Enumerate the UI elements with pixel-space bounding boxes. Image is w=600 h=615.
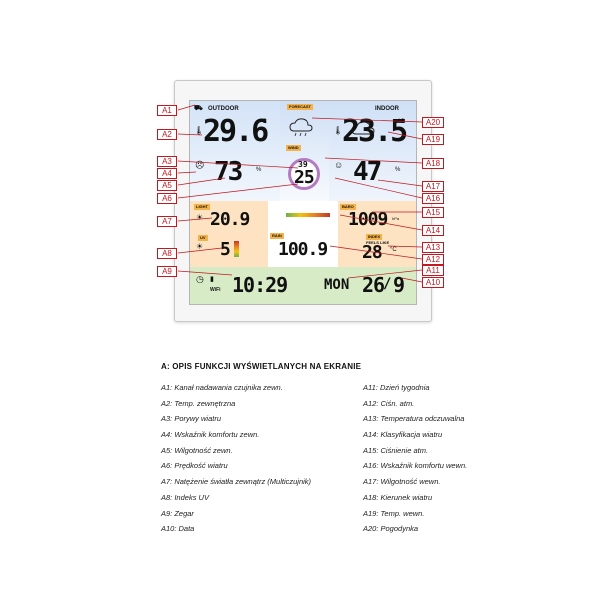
legend-item: A3: Porywy wiatru [161, 414, 222, 424]
callout-marker: A7 [157, 216, 177, 227]
channel-icon: ⛟ [194, 105, 203, 112]
outdoor-humidity-unit: % [256, 167, 262, 173]
baro-value: 1009 [348, 209, 388, 230]
callout-marker: A17 [422, 181, 444, 192]
legend-item: A8: Indeks UV [161, 492, 209, 502]
callout-marker: A16 [422, 193, 444, 204]
indoor-humidity-unit: % [395, 167, 401, 173]
legend-item: A5: Wilgotność zewn. [161, 445, 233, 455]
forecast-label: FORECAST [287, 104, 313, 110]
clock-date-zone [190, 267, 416, 304]
legend-left-column: A1: Kanał nadawania czujnika zewn. A2: T… [161, 380, 311, 537]
legend-item: A7: Natężenie światła zewnątrz (Multiczu… [161, 477, 312, 487]
callout-marker: A8 [157, 248, 177, 259]
callout-marker: A4 [157, 168, 177, 179]
date-separator: / [383, 276, 392, 292]
callout-marker: A18 [422, 158, 444, 169]
forecast-cloud-icon [289, 118, 313, 137]
legend-item: A18: Kierunek wiatru [363, 492, 433, 502]
rain-value: 100.9 [278, 239, 328, 260]
feels-like-label: FEELS LIKE [366, 240, 390, 245]
indoor-temp-unit: °C [398, 119, 405, 125]
date-day: 26 [362, 273, 385, 297]
outdoor-temp-value: 29.6 [203, 114, 269, 149]
date-month: 9 [393, 273, 405, 297]
legend-title: A: OPIS FUNKCJI WYŚWIETLANYCH NA EKRANIE [161, 362, 362, 371]
legend-item: A19: Temp. wewn. [363, 508, 425, 518]
thermometer-icon: 🌡 [194, 126, 205, 135]
legend-item: A14: Klasyfikacja wiatru [363, 430, 443, 440]
callout-marker: A2 [157, 129, 177, 140]
legend-item: A1: Kanał nadawania czujnika zewn. [161, 383, 283, 392]
indoor-zone [329, 101, 416, 201]
legend-item: A13: Temperatura odczuwalna [363, 414, 465, 424]
uv-label: UV [198, 235, 208, 241]
callout-marker: A15 [422, 207, 444, 218]
outdoor-temp-unit: °C [260, 119, 267, 125]
legend-item: A11: Dzień tygodnia [363, 383, 430, 392]
wifi-label: WiFi [210, 287, 221, 293]
clock-time: 10:29 [232, 273, 288, 297]
wind-class-bar [286, 213, 330, 217]
uv-level-bar [234, 241, 239, 257]
legend-item: A12: Ciśn. atm. [363, 398, 415, 408]
legend-item: A15: Ciśnienie atm. [363, 445, 429, 455]
light-uv-zone [190, 201, 268, 267]
callout-marker: A3 [157, 156, 177, 167]
legend-item: A4: Wskaźnik komfortu zewn. [161, 430, 260, 440]
indoor-temp-value: 23.5 [342, 114, 408, 149]
callout-marker: A1 [157, 105, 177, 116]
callout-marker: A9 [157, 266, 177, 277]
wind-speed-value: 25 [294, 167, 315, 188]
callout-marker: A5 [157, 180, 177, 191]
callout-marker: A14 [422, 225, 444, 236]
legend-item: A10: Data [161, 524, 195, 534]
rain-label: RAIN [270, 233, 284, 239]
index-label: INDEX [366, 234, 383, 240]
uv-value: 5 [220, 239, 231, 260]
callout-marker: A11 [422, 265, 444, 276]
lcd-screen: ⛟ OUTDOOR 🌡 29.6 °C ☹ 73 % FORECAST WIND… [189, 100, 417, 305]
indoor-cloud-icon [351, 121, 375, 135]
callout-marker: A6 [157, 193, 177, 204]
indoor-comfort-icon: ☺ [334, 160, 344, 170]
feels-like-unit: °C [390, 247, 397, 253]
legend-item: A9: Zegar [161, 508, 194, 518]
indoor-thermometer-icon: 🌡 [333, 126, 344, 135]
signal-icon: ▮ [210, 276, 214, 283]
callout-marker: A10 [422, 277, 444, 288]
wind-class-zone [268, 201, 338, 233]
callout-marker: A12 [422, 254, 444, 265]
indoor-label: INDOOR [375, 106, 399, 112]
wind-gust-value: 39 [298, 160, 308, 169]
outdoor-zone [190, 101, 280, 201]
uv-sun-icon: ☀ [196, 242, 204, 251]
legend-right-column: A11: Dzień tygodnia A12: Ciśn. atm. A13:… [363, 380, 467, 537]
legend-item: A20: Pogodynka [363, 524, 419, 534]
clock-icon: ◷ [196, 274, 204, 284]
callout-marker: A20 [422, 117, 444, 128]
baro-label: BARO [340, 204, 356, 210]
sun-icon: ☀ [196, 213, 204, 222]
legend-item: A2: Temp. zewnętrzna [161, 398, 236, 408]
light-label: LIGHT [194, 204, 210, 210]
callout-marker: A19 [422, 134, 444, 145]
legend-item: A6: Prędkość wiatru [161, 461, 228, 471]
feels-like-value: 28 [362, 242, 383, 263]
legend-item: A17: Wilgotność wewn. [363, 477, 441, 487]
day-of-week: MON [324, 277, 350, 293]
outdoor-comfort-icon: ☹ [195, 160, 205, 170]
wind-label: WIND [286, 145, 301, 151]
outdoor-label: OUTDOOR [208, 106, 239, 112]
indoor-humidity-value: 47 [353, 157, 382, 187]
legend-item: A16: Wskaźnik komfortu wewn. [363, 461, 468, 471]
baro-unit: hPa [392, 216, 400, 221]
light-value: 20.9 [210, 209, 250, 230]
callout-marker: A13 [422, 242, 444, 253]
